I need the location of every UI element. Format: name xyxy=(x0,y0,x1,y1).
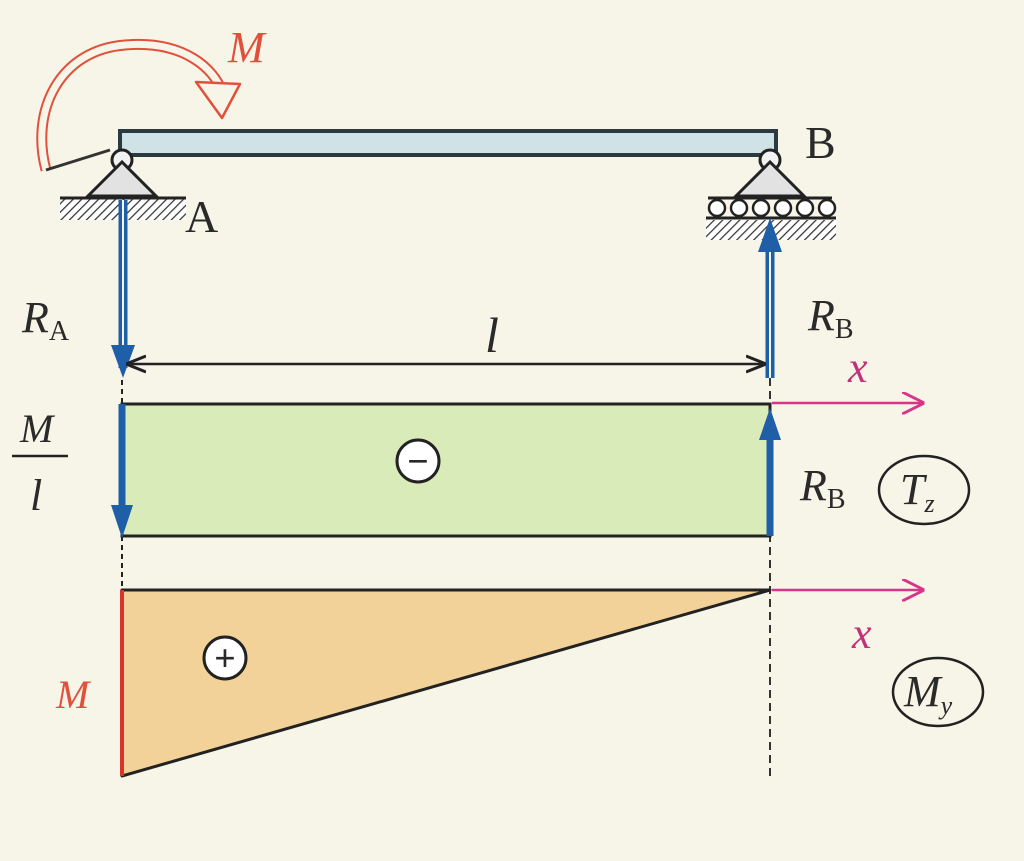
moment-label: M xyxy=(227,23,267,72)
shear-right-arrow xyxy=(759,408,781,536)
svg-text:+: + xyxy=(214,638,236,680)
beam xyxy=(118,129,778,157)
reaction-a-arrow xyxy=(111,200,135,378)
moment-sign: + xyxy=(202,635,248,681)
shear-value-denominator: l xyxy=(30,471,42,520)
support-b-label: B xyxy=(805,117,836,168)
reaction-b-arrow xyxy=(758,218,782,378)
shear-value-numerator: M xyxy=(19,406,56,451)
x-axis-shear-label: x xyxy=(847,343,868,392)
shear-reaction-label: RB xyxy=(799,461,846,515)
svg-text:My: My xyxy=(903,667,953,720)
shear-left-arrow xyxy=(111,404,133,538)
reaction-b-label: RB xyxy=(807,291,854,345)
applied-moment-arrow xyxy=(36,38,242,172)
moment-value-label: M xyxy=(55,672,92,717)
span-label: l xyxy=(485,307,499,363)
shear-diagram-area xyxy=(120,402,772,538)
svg-text:−: − xyxy=(407,441,429,483)
moment-diagram-area xyxy=(120,588,772,778)
shear-diagram-label: Tz xyxy=(877,454,971,526)
reaction-a-label: RA xyxy=(21,293,70,347)
shear-sign: − xyxy=(395,438,441,484)
support-a-label: A xyxy=(185,191,218,242)
x-axis-moment-label: x xyxy=(851,609,872,658)
svg-text:Tz: Tz xyxy=(900,465,935,518)
moment-diagram-label: My xyxy=(891,656,985,728)
